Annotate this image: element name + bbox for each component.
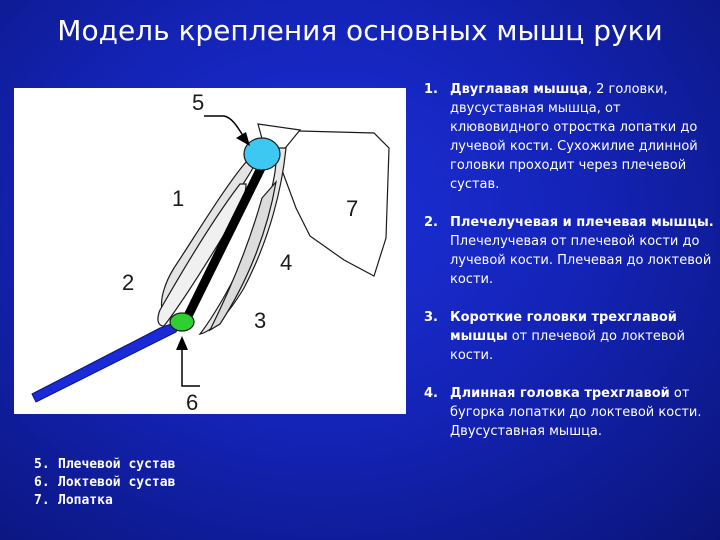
description-rest: Плечелучевая от плечевой кости до лучево… — [450, 234, 712, 287]
legend-item: 7. Лопатка — [34, 492, 175, 510]
description-rest: от бугорка лопатки до локтевой кости. Дв… — [450, 386, 702, 439]
label-1: 1 — [172, 186, 184, 211]
description-item: 3. Короткие головки трехглавой мышцы от … — [424, 308, 714, 365]
legend-item: 6. Локтевой сустав — [34, 474, 175, 492]
description-number: 1. — [424, 82, 438, 97]
description-bold: Длинная головка трехглавой — [450, 386, 670, 401]
description-number: 3. — [424, 310, 438, 325]
muscle-3-triceps-short — [208, 179, 277, 332]
description-body: Двуглавая мышца, 2 головки, двусуставная… — [450, 80, 714, 194]
description-number: 2. — [424, 215, 438, 230]
description-item: 4. Длинная головка трехглавой от бугорка… — [424, 384, 714, 441]
elbow-joint — [169, 312, 195, 332]
description-bold: Короткие головки трехглавой мышцы — [450, 310, 677, 344]
legend-number: 7. — [34, 493, 50, 508]
description-body: Длинная головка трехглавой от бугорка ло… — [450, 384, 714, 441]
slide-title: Модель крепления основных мышц руки — [57, 14, 663, 47]
arrow-6 — [181, 348, 200, 387]
humerus-bone — [181, 156, 271, 322]
label-4: 4 — [280, 250, 292, 275]
arrow-5-head — [236, 132, 250, 146]
legend-number: 5. — [34, 457, 50, 472]
label-2: 2 — [122, 270, 134, 295]
label-6: 6 — [186, 390, 198, 414]
description-rest: от плечевой до локтевой кости. — [450, 329, 685, 363]
description-body: Короткие головки трехглавой мышцы от пле… — [450, 308, 714, 365]
arm-model-svg: 5 1 2 3 4 6 7 — [31, 90, 390, 414]
label-5: 5 — [192, 90, 204, 115]
legend-text: Лопатка — [58, 493, 113, 508]
description-bold: Двуглавая мышца — [450, 82, 588, 97]
muscle-attachment-diagram: 5 1 2 3 4 6 7 — [14, 88, 406, 414]
legend-number: 6. — [34, 475, 50, 490]
joint-legend: 5. Плечевой сустав 6. Локтевой сустав 7.… — [34, 456, 175, 510]
muscle-descriptions: 1. Двуглавая мышца, 2 головки, двусустав… — [424, 80, 714, 460]
arrow-6-head — [176, 336, 188, 350]
shoulder-joint — [243, 137, 281, 171]
label-7: 7 — [346, 196, 358, 221]
description-item: 2. Плечелучевая и плечевая мышцы. Плечел… — [424, 213, 714, 289]
legend-text: Локтевой сустав — [58, 475, 176, 490]
description-rest: , 2 головки, двусуставная мышца, от клюв… — [450, 82, 698, 192]
scapula-shape — [260, 129, 390, 277]
legend-item: 5. Плечевой сустав — [34, 456, 175, 474]
description-body: Плечелучевая и плечевая мышцы. Плечелуче… — [450, 213, 714, 289]
forearm-bone — [31, 319, 184, 403]
label-3: 3 — [254, 308, 266, 333]
description-number: 4. — [424, 386, 438, 401]
legend-text: Плечевой сустав — [58, 457, 176, 472]
description-bold: Плечелучевая и плечевая мышцы. — [450, 215, 714, 230]
description-item: 1. Двуглавая мышца, 2 головки, двусустав… — [424, 80, 714, 194]
